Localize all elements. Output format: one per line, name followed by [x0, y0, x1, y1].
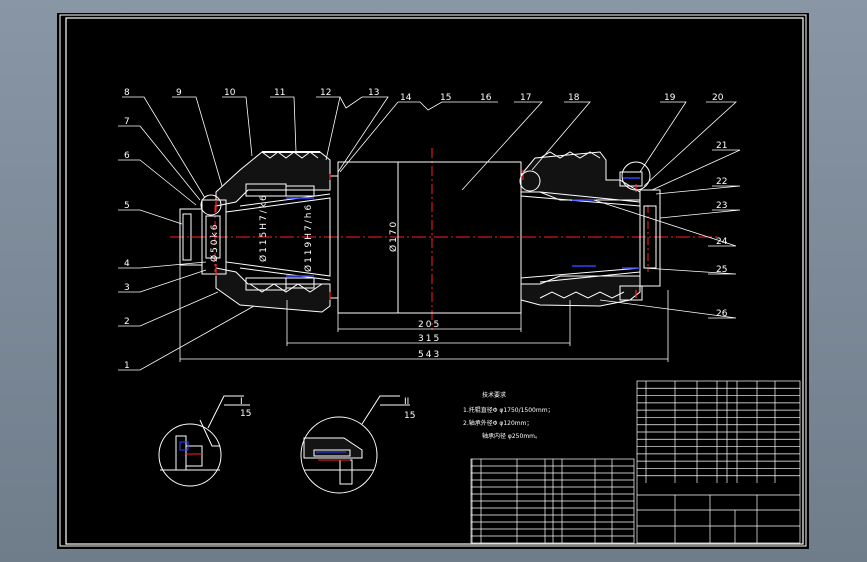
callout-1: 1	[124, 361, 130, 371]
callout-20: 20	[712, 93, 724, 103]
main-section-view	[170, 148, 720, 330]
callout-9: 9	[176, 88, 182, 98]
callout-11: 11	[274, 88, 285, 98]
callout-3: 3	[124, 283, 130, 293]
parts-list-lower	[470, 458, 635, 544]
callout-24: 24	[716, 237, 728, 247]
tech-line-1: 1.托辊直径Φ φ1750/1500mm；	[463, 406, 554, 414]
dim-len-205: 205	[418, 320, 441, 330]
callout-13: 13	[368, 88, 379, 98]
callout-12: 12	[320, 88, 331, 98]
callout-22: 22	[716, 177, 727, 187]
dim-len-543: 543	[418, 350, 441, 360]
callout-15: 15	[440, 93, 451, 103]
detail-1-title: I	[240, 397, 243, 407]
callout-14: 14	[400, 93, 412, 103]
callout-17: 17	[520, 93, 531, 103]
callout-18: 18	[568, 93, 580, 103]
callout-7: 7	[124, 117, 130, 127]
callout-2: 2	[124, 317, 130, 327]
dimension-annotations: Ø50k6 Ø115H7/k6 Ø119H7/h6 Ø170	[209, 193, 399, 272]
callout-25: 25	[716, 265, 727, 275]
callout-6: 6	[124, 151, 130, 161]
callout-5: 5	[124, 201, 130, 211]
callout-26: 26	[716, 309, 728, 319]
tech-line-3: 轴承内径 φ250mm。	[482, 432, 541, 440]
dim-d115: Ø115H7/k6	[258, 193, 269, 262]
detail-2-scale: 15	[404, 411, 415, 421]
tech-line-2: 2.轴承外径Φ φ120mm；	[463, 419, 532, 427]
callout-4: 4	[124, 259, 130, 269]
callout-21: 21	[716, 141, 727, 151]
dim-len-315: 315	[418, 334, 441, 344]
technical-requirements: 技术要求 1.托辊直径Φ φ1750/1500mm； 2.轴承外径Φ φ120m…	[463, 391, 554, 440]
parts-list-upper	[636, 380, 801, 544]
leader-lines	[118, 96, 741, 371]
callout-23: 23	[716, 201, 727, 211]
dim-d50: Ø50k6	[209, 223, 220, 262]
detail-view-1	[158, 395, 250, 487]
callout-16: 16	[480, 93, 492, 103]
seal-rings	[286, 177, 640, 277]
sheet-border-inner	[65, 17, 804, 545]
length-dimensions	[179, 265, 669, 362]
tech-heading: 技术要求	[482, 391, 506, 399]
callout-10: 10	[224, 88, 236, 98]
dim-d170: Ø170	[388, 220, 399, 252]
detail-1-scale: 15	[240, 409, 251, 419]
part-callouts: 8 7 6 5 4 3 2 1 9 10 11 12 13 14 15 16 1…	[124, 88, 728, 371]
callout-8: 8	[124, 88, 130, 98]
sheet-border-outer	[59, 14, 807, 547]
detail-2-title: II	[404, 397, 409, 407]
detail-view-2	[300, 395, 410, 494]
dim-d119: Ø119H7/h6	[303, 203, 314, 272]
callout-19: 19	[664, 93, 676, 103]
